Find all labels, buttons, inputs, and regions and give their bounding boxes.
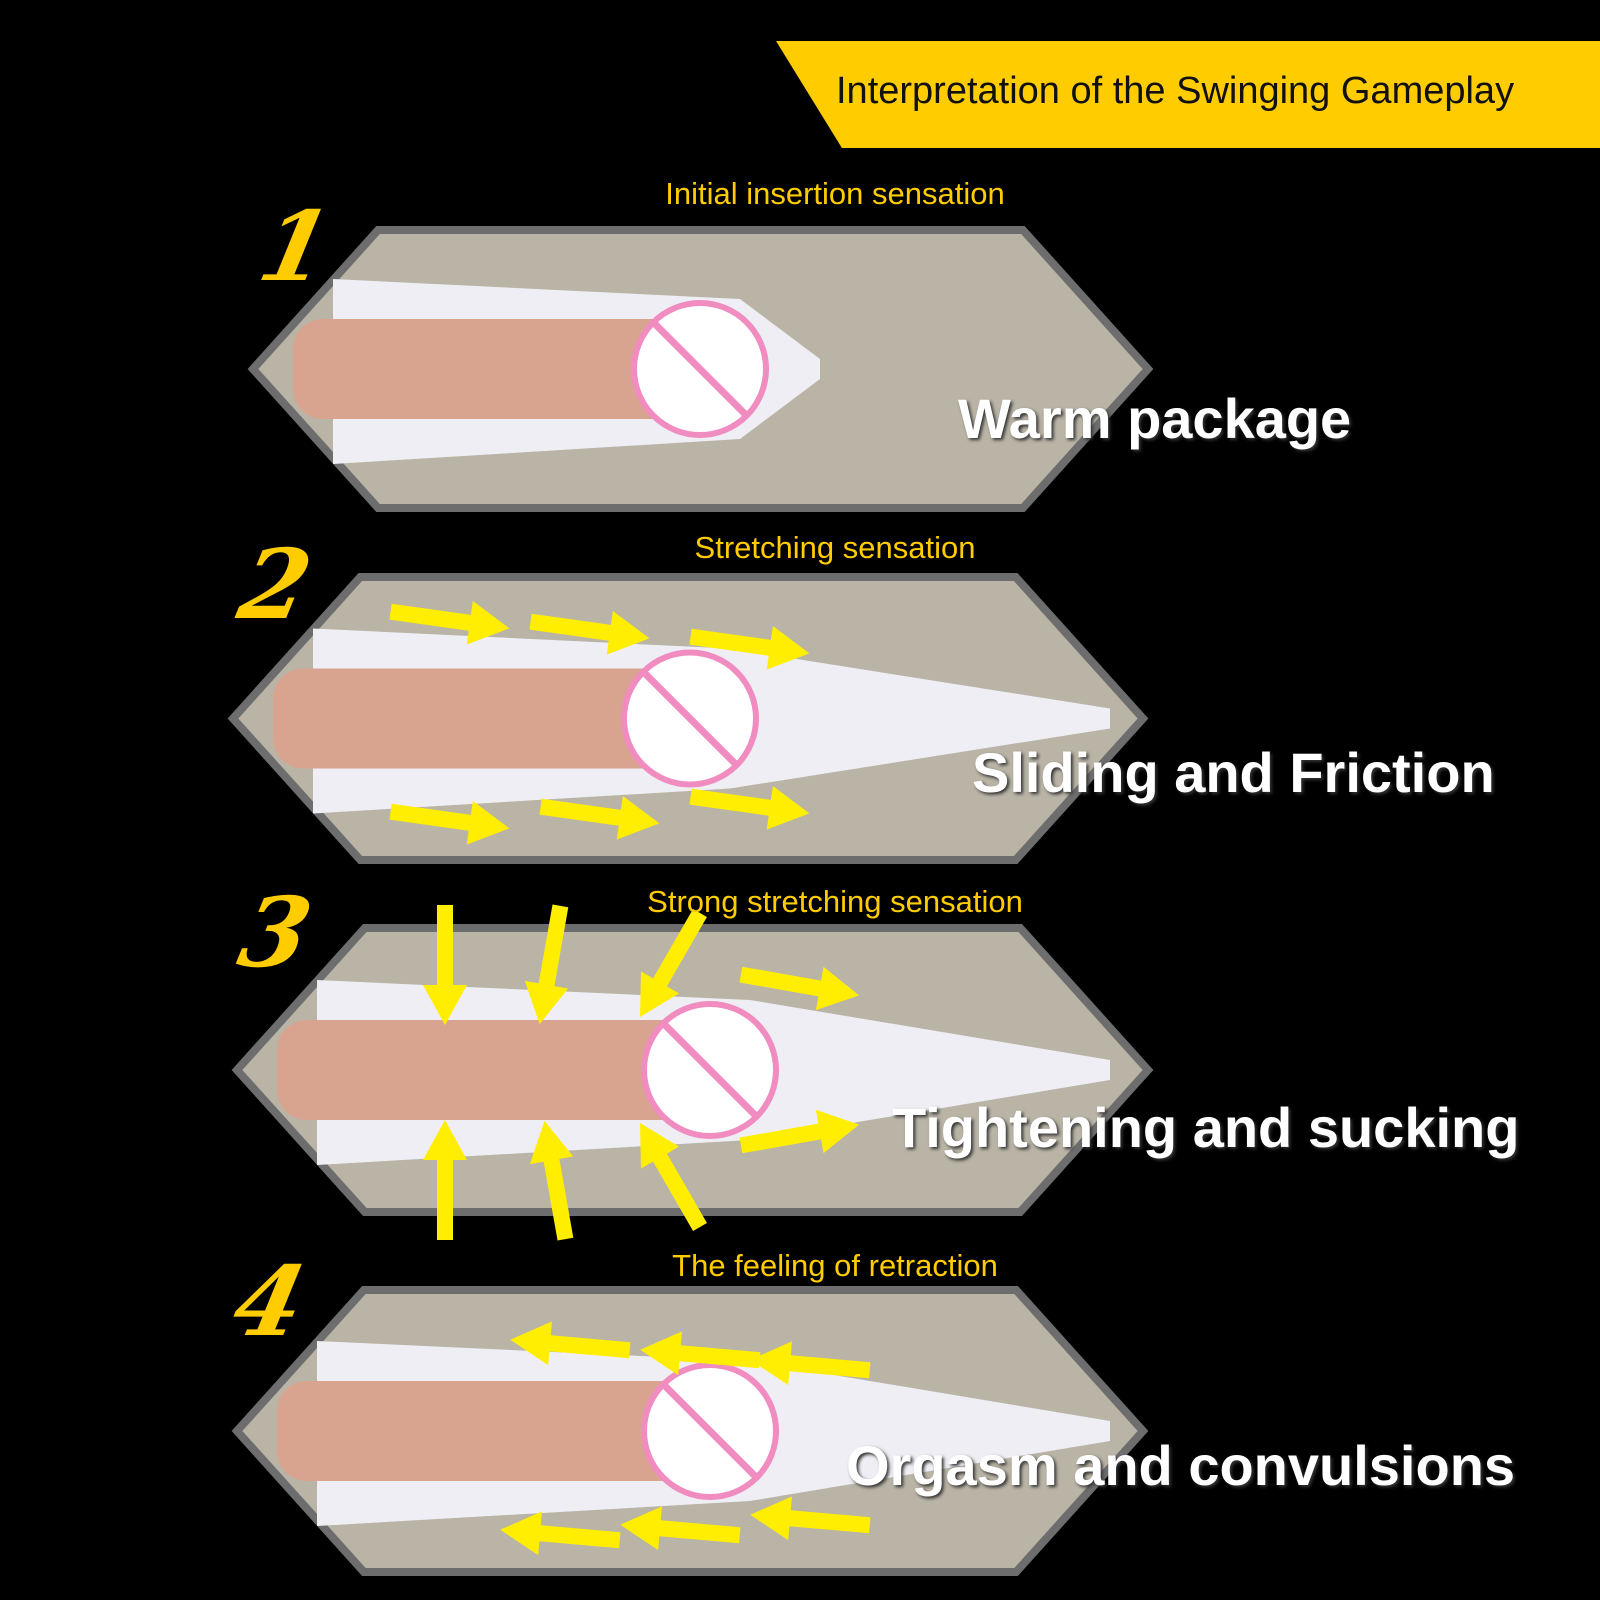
product-shape xyxy=(277,1020,710,1120)
step-caption-3: Tightening and sucking xyxy=(892,1096,1520,1159)
step-subtitle-2: Stretching sensation xyxy=(694,530,976,565)
product-shape xyxy=(273,668,690,769)
arrow-right-icon xyxy=(739,966,860,1011)
arrow-right-icon xyxy=(739,1109,860,1154)
arrow-squeeze-icon xyxy=(529,1120,574,1241)
censor-slash xyxy=(641,670,739,767)
arrow-left-icon xyxy=(640,1331,761,1376)
step-subtitle-4: The feeling of retraction xyxy=(672,1248,998,1283)
arrow-right-icon xyxy=(539,795,660,840)
censor-slash xyxy=(651,320,749,418)
arrow-left-icon xyxy=(510,1321,631,1366)
arrow-squeeze-icon xyxy=(524,904,569,1025)
step-subtitle-1: Initial insertion sensation xyxy=(665,176,1005,211)
product-shape xyxy=(277,1381,710,1481)
arrow-right-icon xyxy=(689,625,810,670)
arrow-squeeze-icon xyxy=(423,1120,467,1240)
arrow-right-icon xyxy=(389,600,510,645)
arrow-right-icon xyxy=(389,800,510,845)
arrow-squeeze-icon xyxy=(423,905,467,1025)
arrow-left-icon xyxy=(750,1496,871,1541)
banner-title: Interpretation of the Swinging Gameplay xyxy=(836,70,1515,112)
censor-slash xyxy=(661,1382,759,1480)
step-caption-1: Warm package xyxy=(958,387,1352,450)
arrow-squeeze-icon xyxy=(640,1123,707,1231)
arrow-right-icon xyxy=(689,785,810,830)
step-caption-2: Sliding and Friction xyxy=(972,741,1495,804)
step-caption-4: Orgasm and convulsions xyxy=(846,1434,1516,1497)
product-shape xyxy=(293,319,700,419)
title-banner xyxy=(776,41,1600,148)
arrow-left-icon xyxy=(500,1511,621,1556)
arrow-right-icon xyxy=(529,610,650,655)
censor-slash xyxy=(661,1021,759,1119)
arrow-left-icon xyxy=(620,1506,741,1551)
arrow-left-icon xyxy=(750,1341,871,1386)
step-subtitle-3: Strong stretching sensation xyxy=(647,884,1023,919)
arrow-squeeze-icon xyxy=(640,909,707,1017)
